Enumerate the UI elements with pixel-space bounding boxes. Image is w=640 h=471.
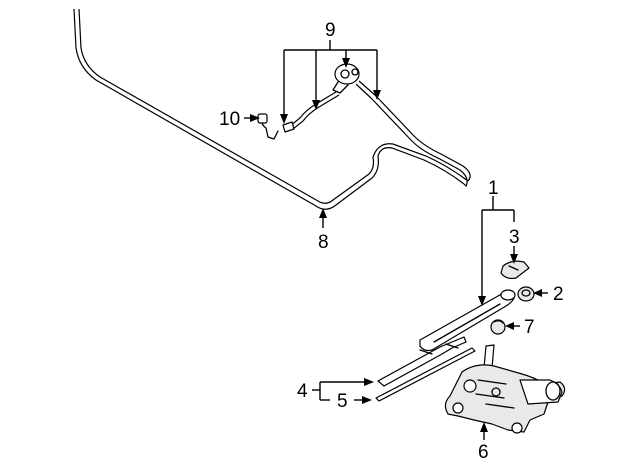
callout-2: 2: [553, 284, 564, 305]
wiper-blade: [377, 336, 467, 387]
washer-hose: [73, 8, 471, 210]
callout-3: 3: [509, 227, 520, 248]
washer-nozzle-group: [257, 63, 377, 140]
wiper-arm: [419, 289, 516, 352]
leader-lines: [244, 40, 548, 440]
callout-4: 4: [297, 381, 308, 402]
arm-cap: [500, 260, 530, 280]
pivot-cap: [490, 319, 506, 335]
callout-5: 5: [337, 391, 348, 412]
wiper-motor: [444, 344, 566, 434]
callout-labels: 9 10 8 1 3 2 7 4 5 6: [219, 20, 564, 463]
callout-10: 10: [219, 109, 240, 130]
pivot-nut: [517, 286, 535, 302]
callout-9: 9: [325, 20, 336, 41]
callout-1: 1: [488, 178, 499, 199]
blade-insert: [375, 347, 476, 402]
callout-8: 8: [318, 232, 329, 253]
callout-7: 7: [524, 317, 535, 338]
callout-6: 6: [478, 442, 489, 463]
